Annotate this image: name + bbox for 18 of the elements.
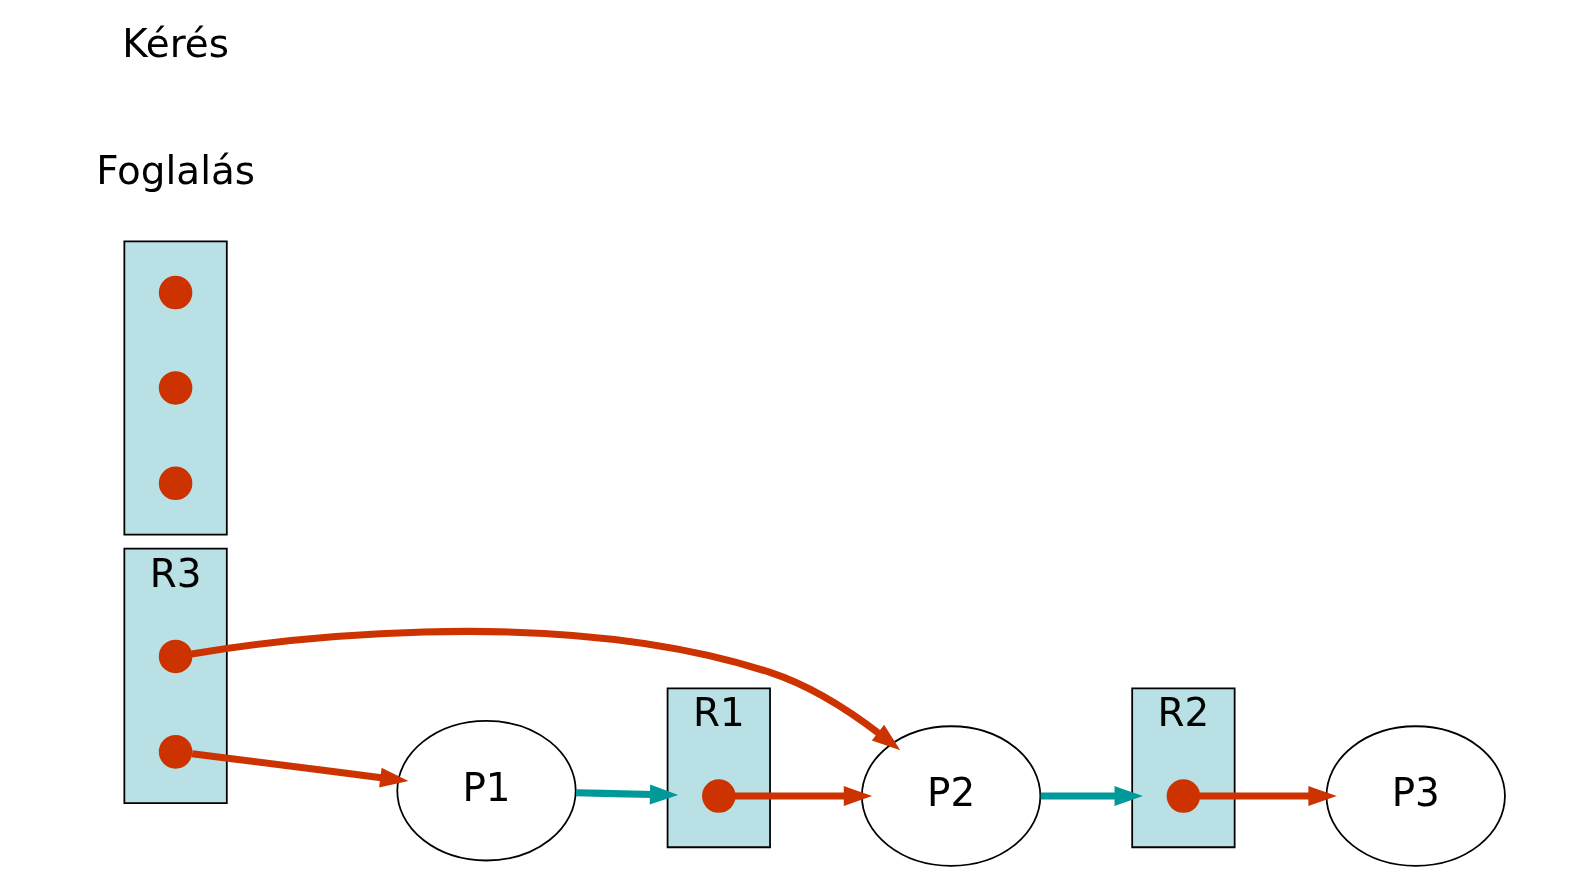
node-circle <box>158 735 192 769</box>
node-circle <box>1166 779 1200 813</box>
cluster: R1 <box>666 687 771 849</box>
node-circle <box>158 466 192 501</box>
cluster: R2 <box>1130 687 1236 849</box>
arrow <box>1199 786 1337 806</box>
node-circle <box>158 371 192 405</box>
node-ellipse: P1 <box>395 720 577 862</box>
arrow <box>734 786 872 806</box>
node-ellipse: P3 <box>1325 725 1506 867</box>
node-circle <box>701 779 736 813</box>
node-circle <box>158 275 192 310</box>
cluster: R3 <box>122 547 228 804</box>
arrow <box>575 784 678 805</box>
label: Foglalás <box>95 148 255 194</box>
label: Kérés <box>121 20 229 66</box>
node-circle <box>158 639 192 674</box>
cluster <box>122 240 228 536</box>
